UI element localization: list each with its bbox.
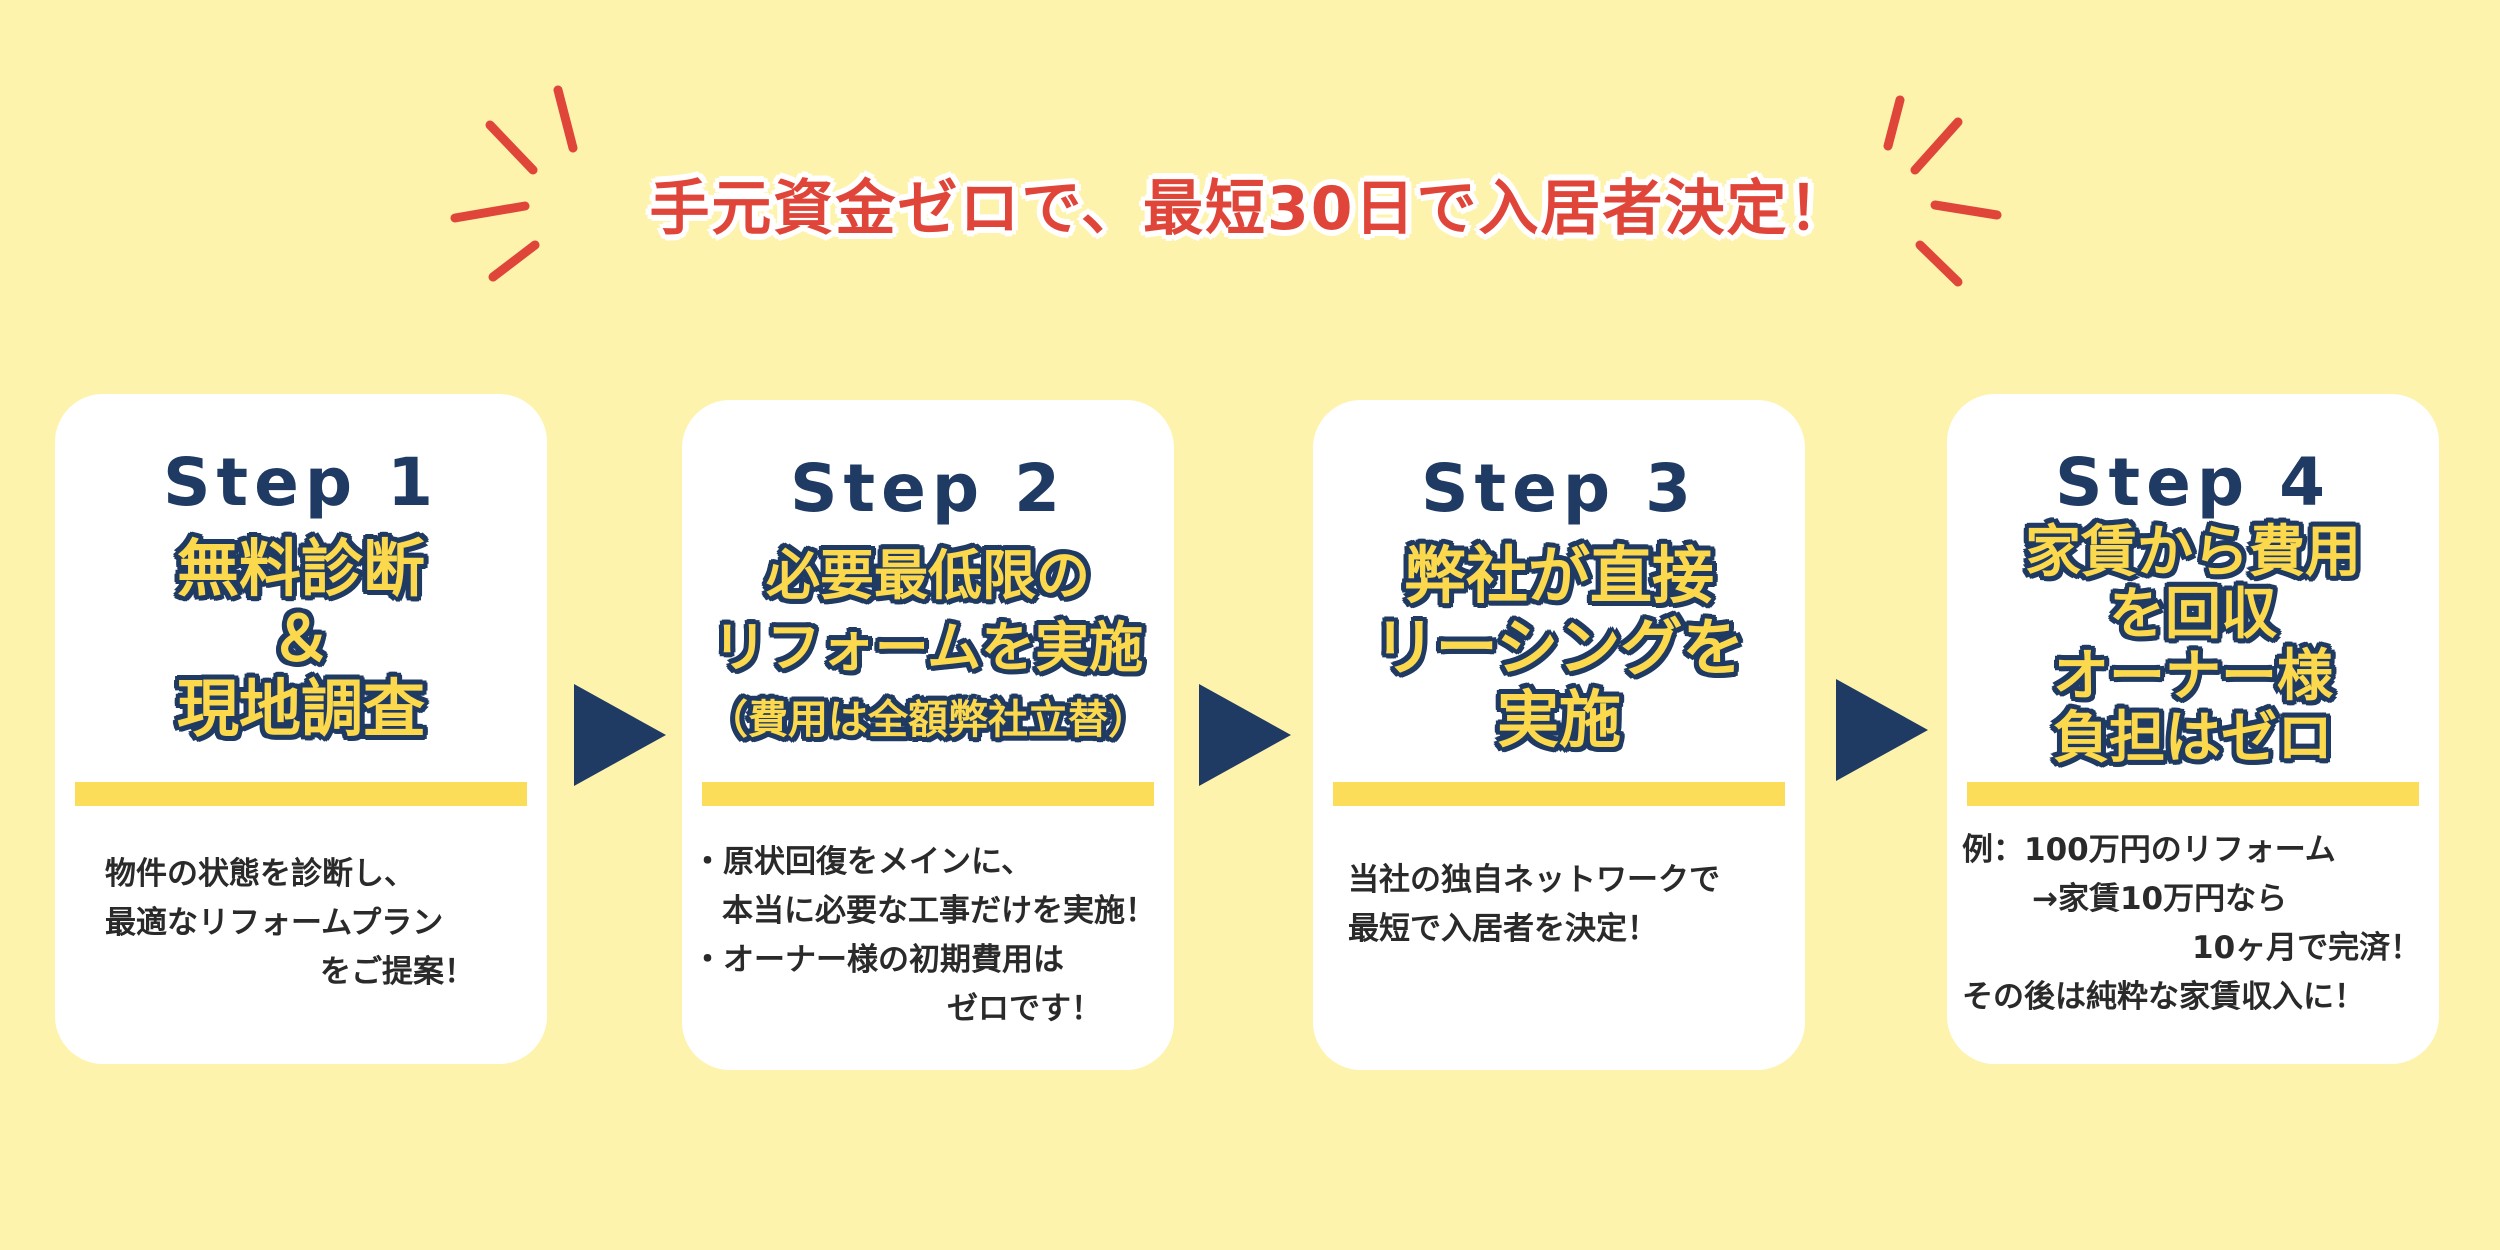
step-body: 物件の状態を診断し、 最適なリフォームプラン をご提案！ (105, 850, 475, 997)
step-body-line: ゼロです！ (947, 991, 1102, 1027)
step-heading-line: リーシングを (1373, 611, 1745, 684)
step-heading-line: 現地調査 (176, 672, 425, 745)
step-body-line: ・オーナー様の初期費用は (692, 942, 1064, 978)
divider-bar (702, 782, 1154, 806)
step-heading: 無料診断 ＆ 現地調査 (55, 534, 547, 744)
step-body-line: 最適なリフォームプラン (105, 905, 444, 941)
step-body-line: ・原状回復をメインに、 (692, 844, 1033, 880)
step-body-line: 最短で入居者を決定！ (1348, 911, 1658, 947)
step-body: 例：100万円のリフォーム →家賃10万円なら 10ヶ月で完済！ その後は純粋な… (1962, 826, 2421, 1022)
triangle-right-icon (1199, 684, 1291, 786)
triangle-right-icon (1836, 679, 1928, 781)
step-card-1: Step 1 無料診断 ＆ 現地調査 物件の状態を診断し、 最適なリフォームプラ… (55, 394, 547, 1064)
step-title: Step 3 (1421, 450, 1697, 527)
step-heading-line: 必要最低限の (766, 544, 1090, 607)
step-body-line: その後は純粋な家賃収入に！ (1962, 979, 2365, 1015)
step-body: 当社の独自ネットワークで 最短で入居者を決定！ (1348, 856, 1720, 954)
step-card-3: Step 3 弊社が直接 リーシングを 実施 当社の独自ネットワークで 最短で入… (1313, 400, 1805, 1070)
step-body-line: 本当に必要な工事だけを実施！ (722, 893, 1156, 929)
step-body-line: 10ヶ月で完済！ (2192, 930, 2422, 966)
step-heading-line: リフォームを実施 (712, 616, 1144, 679)
step-heading: 必要最低限の リフォームを実施 （費用は全額弊社立替） (682, 540, 1174, 756)
step-heading-line: 家賃から費用 (2025, 520, 2361, 585)
step-title: Step 2 (790, 450, 1066, 527)
step-heading: 家賃から費用 を回収 オーナー様 負担はゼロ (1947, 522, 2439, 770)
step-body-line: 物件の状態を診断し、 (105, 856, 415, 892)
step-heading-line: 負担はゼロ (2053, 706, 2333, 771)
page-headline: 手元資金ゼロで、最短30日で入居者決定！ (649, 174, 1851, 244)
step-title: Step 4 (2055, 444, 2331, 521)
step-body: ・原状回復をメインに、 本当に必要な工事だけを実施！ ・オーナー様の初期費用は … (692, 838, 1156, 1034)
step-body-line: →家賃10万円なら (2032, 881, 2288, 917)
step-card-4: Step 4 家賃から費用 を回収 オーナー様 負担はゼロ 例：100万円のリフ… (1947, 394, 2439, 1064)
step-body-line: をご提案！ (320, 954, 475, 990)
divider-bar (1333, 782, 1785, 806)
triangle-right-icon (574, 684, 666, 786)
step-heading-line: ＆ (269, 602, 332, 675)
step-body-line: 当社の独自ネットワークで (1348, 862, 1720, 898)
step-heading: 弊社が直接 リーシングを 実施 (1313, 540, 1805, 756)
step-heading-line: 弊社が直接 (1403, 539, 1714, 612)
step-heading-line: 実施 (1496, 683, 1621, 756)
step-heading-line: を回収 (2109, 582, 2277, 647)
divider-bar (75, 782, 527, 806)
step-title: Step 1 (163, 444, 439, 521)
step-card-2: Step 2 必要最低限の リフォームを実施 （費用は全額弊社立替） ・原状回復… (682, 400, 1174, 1070)
step-body-line: 例：100万円のリフォーム (1962, 832, 2336, 868)
burst-lines-icon (450, 85, 2002, 287)
step-heading-line: オーナー様 (2053, 644, 2333, 709)
step-heading-line: 無料診断 (176, 532, 425, 605)
step-heading-line: （費用は全額弊社立替） (708, 697, 1148, 743)
divider-bar (1967, 782, 2419, 806)
